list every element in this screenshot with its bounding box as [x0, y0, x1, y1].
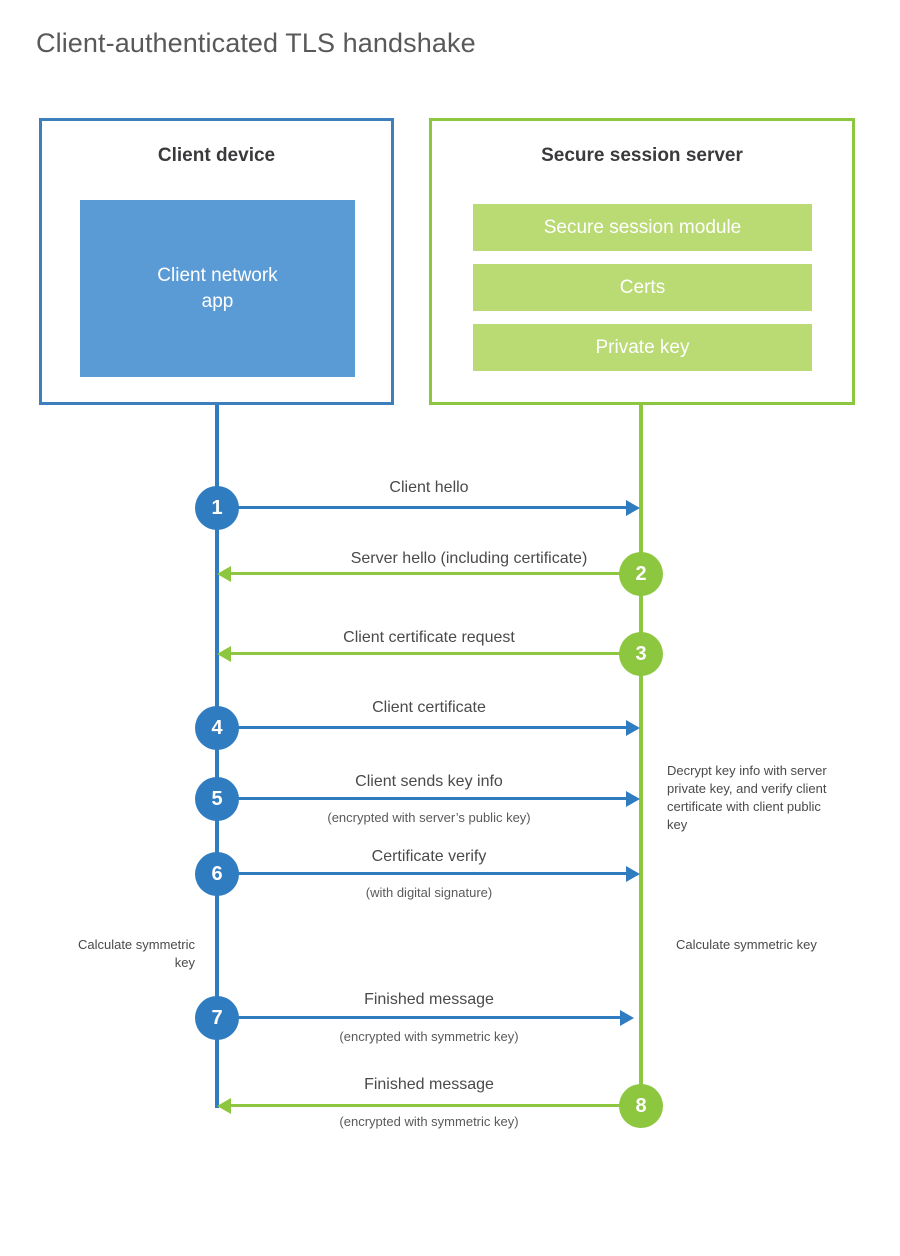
step-circle-2[interactable]: 2 [619, 552, 663, 596]
message-label-3: Client certificate request [343, 629, 515, 646]
arrowhead-left-icon [217, 566, 231, 582]
message-label-1: Client hello [389, 479, 469, 496]
arrowhead-right-icon [626, 866, 640, 882]
arrowhead-left-icon [217, 646, 231, 662]
message-label-4: Client certificate [372, 699, 486, 716]
server-component-private-key: Private key [473, 324, 812, 371]
message-sublabel-5: (encrypted with server’s public key) [327, 810, 531, 825]
message-sublabel-8: (encrypted with symmetric key) [339, 1114, 519, 1129]
server-decrypt-note: Decrypt key info with server private key… [667, 763, 827, 832]
client-calculate-symmetric-key-note: Calculate symmetric key [77, 937, 195, 970]
message-label-6: Certificate verify [371, 848, 487, 865]
message-label-5: Client sends key info [355, 773, 503, 790]
message-line-7 [217, 1016, 622, 1019]
message-label-8: Finished message [364, 1076, 494, 1093]
message-line-3 [231, 652, 641, 655]
client-device-box: Client device Client network app [39, 118, 394, 405]
secure-session-server-title: Secure session server [541, 145, 743, 166]
message-sublabel-6: (with digital signature) [365, 885, 493, 900]
server-component-certs: Certs [473, 264, 812, 311]
server-component-secure-session-module: Secure session module [473, 204, 812, 251]
server-lifeline [639, 405, 643, 1108]
arrowhead-right-icon [626, 791, 640, 807]
step-circle-1[interactable]: 1 [195, 486, 239, 530]
message-label-2: Server hello (including certificate) [350, 550, 588, 567]
message-line-8 [231, 1104, 641, 1107]
step-circle-8[interactable]: 8 [619, 1084, 663, 1128]
step-circle-3[interactable]: 3 [619, 632, 663, 676]
client-device-title: Client device [157, 145, 276, 166]
arrowhead-right-icon [620, 1010, 634, 1026]
server-calculate-symmetric-key-note: Calculate symmetric key [676, 937, 817, 952]
step-circle-4[interactable]: 4 [195, 706, 239, 750]
arrowhead-right-icon [626, 500, 640, 516]
message-line-4 [217, 726, 628, 729]
message-line-6 [217, 872, 628, 875]
message-line-1 [217, 506, 628, 509]
message-label-7: Finished message [364, 991, 494, 1008]
message-line-5 [217, 797, 628, 800]
client-lifeline [215, 405, 219, 1108]
step-circle-5[interactable]: 5 [195, 777, 239, 821]
message-sublabel-7: (encrypted with symmetric key) [339, 1029, 519, 1044]
client-network-app-block: Client network app [80, 200, 355, 377]
client-network-app-label: Client network app [157, 264, 278, 312]
arrowhead-right-icon [626, 720, 640, 736]
secure-session-server-box: Secure session server Secure session mod… [429, 118, 855, 405]
page-title: Client-authenticated TLS handshake [36, 28, 476, 58]
message-line-2 [231, 572, 641, 575]
step-circle-6[interactable]: 6 [195, 852, 239, 896]
step-circle-7[interactable]: 7 [195, 996, 239, 1040]
arrowhead-left-icon [217, 1098, 231, 1114]
